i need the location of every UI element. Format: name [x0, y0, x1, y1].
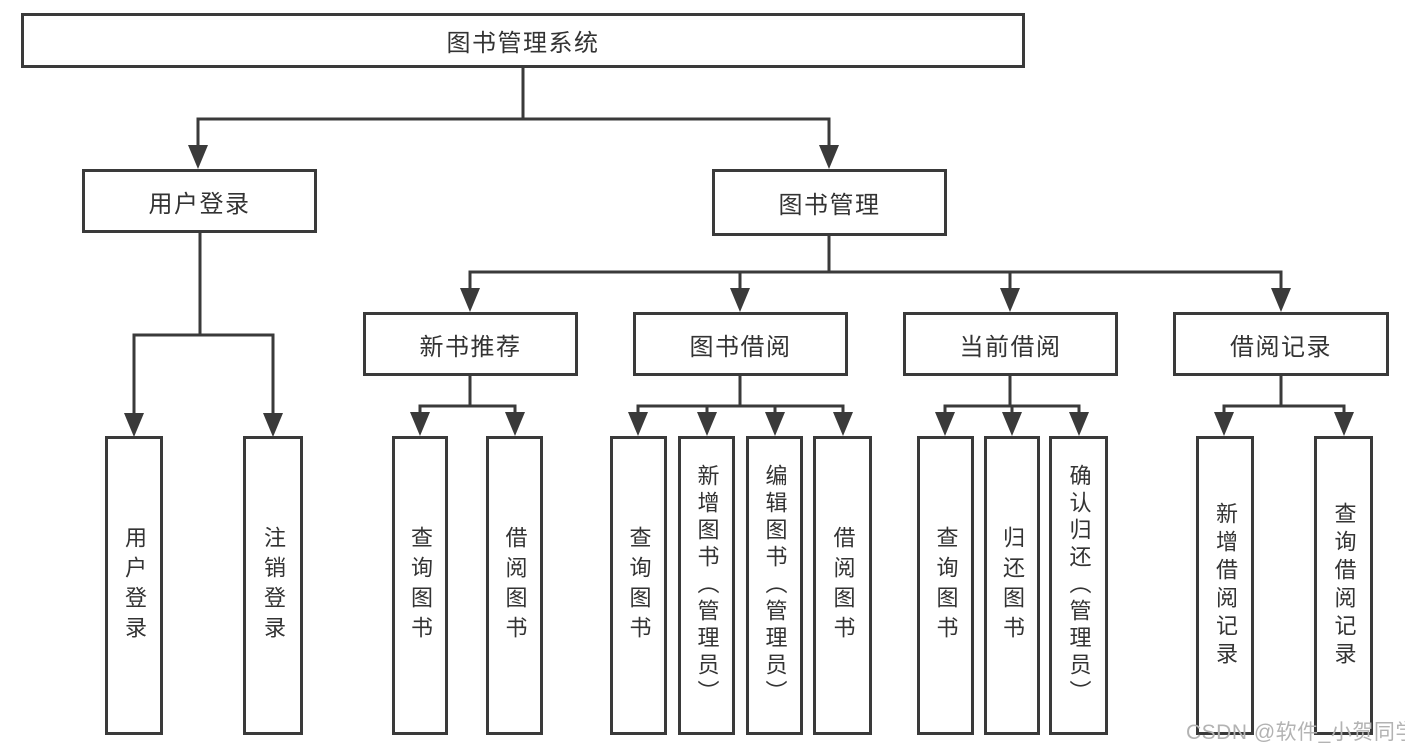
node-new-book-recommend: 新书推荐: [363, 312, 578, 376]
node-label: 归还图书: [1000, 525, 1025, 646]
leaf-user-login: 用户登录: [105, 436, 163, 735]
leaf-confirm-return-admin: 确认归还（管理员）: [1049, 436, 1108, 735]
node-label: 查询图书: [408, 525, 433, 646]
node-label: 新增借阅记录: [1213, 501, 1238, 670]
node-label: 新增图书（管理员）: [694, 464, 720, 707]
leaf-logout: 注销登录: [243, 436, 303, 735]
node-book-management: 图书管理: [712, 169, 947, 236]
node-label: 图书管理系统: [446, 30, 600, 57]
leaf-add-borrow-record: 新增借阅记录: [1196, 436, 1254, 735]
leaf-add-book-admin: 新增图书（管理员）: [678, 436, 735, 735]
arrowheads: [124, 145, 1354, 437]
node-label: 新书推荐: [419, 333, 522, 361]
node-label: 图书借阅: [689, 333, 792, 361]
leaf-edit-book-admin: 编辑图书（管理员）: [746, 436, 803, 735]
node-current-borrow: 当前借阅: [903, 312, 1118, 376]
node-label: 图书管理: [778, 192, 881, 219]
leaf-current-query-book: 查询图书: [917, 436, 974, 735]
node-label: 确认归还（管理员）: [1066, 464, 1092, 707]
leaf-recommend-borrow-book: 借阅图书: [486, 436, 543, 735]
node-user-login: 用户登录: [82, 169, 317, 233]
node-label: 注销登录: [261, 525, 286, 646]
node-library-management-system: 图书管理系统: [21, 13, 1025, 68]
leaf-recommend-query-book: 查询图书: [392, 436, 448, 735]
node-borrow-records: 借阅记录: [1173, 312, 1389, 376]
node-label: 查询借阅记录: [1331, 501, 1357, 670]
node-label: 查询图书: [933, 525, 959, 646]
node-label: 借阅记录: [1230, 333, 1332, 361]
node-label: 编辑图书（管理员）: [762, 464, 788, 707]
leaf-borrow-book: 借阅图书: [813, 436, 872, 735]
node-label: 用户登录: [122, 525, 147, 646]
leaf-return-book: 归还图书: [984, 436, 1040, 735]
node-label: 用户登录: [148, 190, 251, 218]
node-book-borrow: 图书借阅: [633, 312, 848, 376]
node-label: 借阅图书: [830, 525, 856, 646]
node-label: 借阅图书: [502, 525, 528, 646]
leaf-query-borrow-record: 查询借阅记录: [1314, 436, 1373, 735]
node-label: 当前借阅: [959, 333, 1062, 361]
leaf-borrow-query-book: 查询图书: [610, 436, 667, 735]
node-label: 查询图书: [626, 525, 652, 646]
